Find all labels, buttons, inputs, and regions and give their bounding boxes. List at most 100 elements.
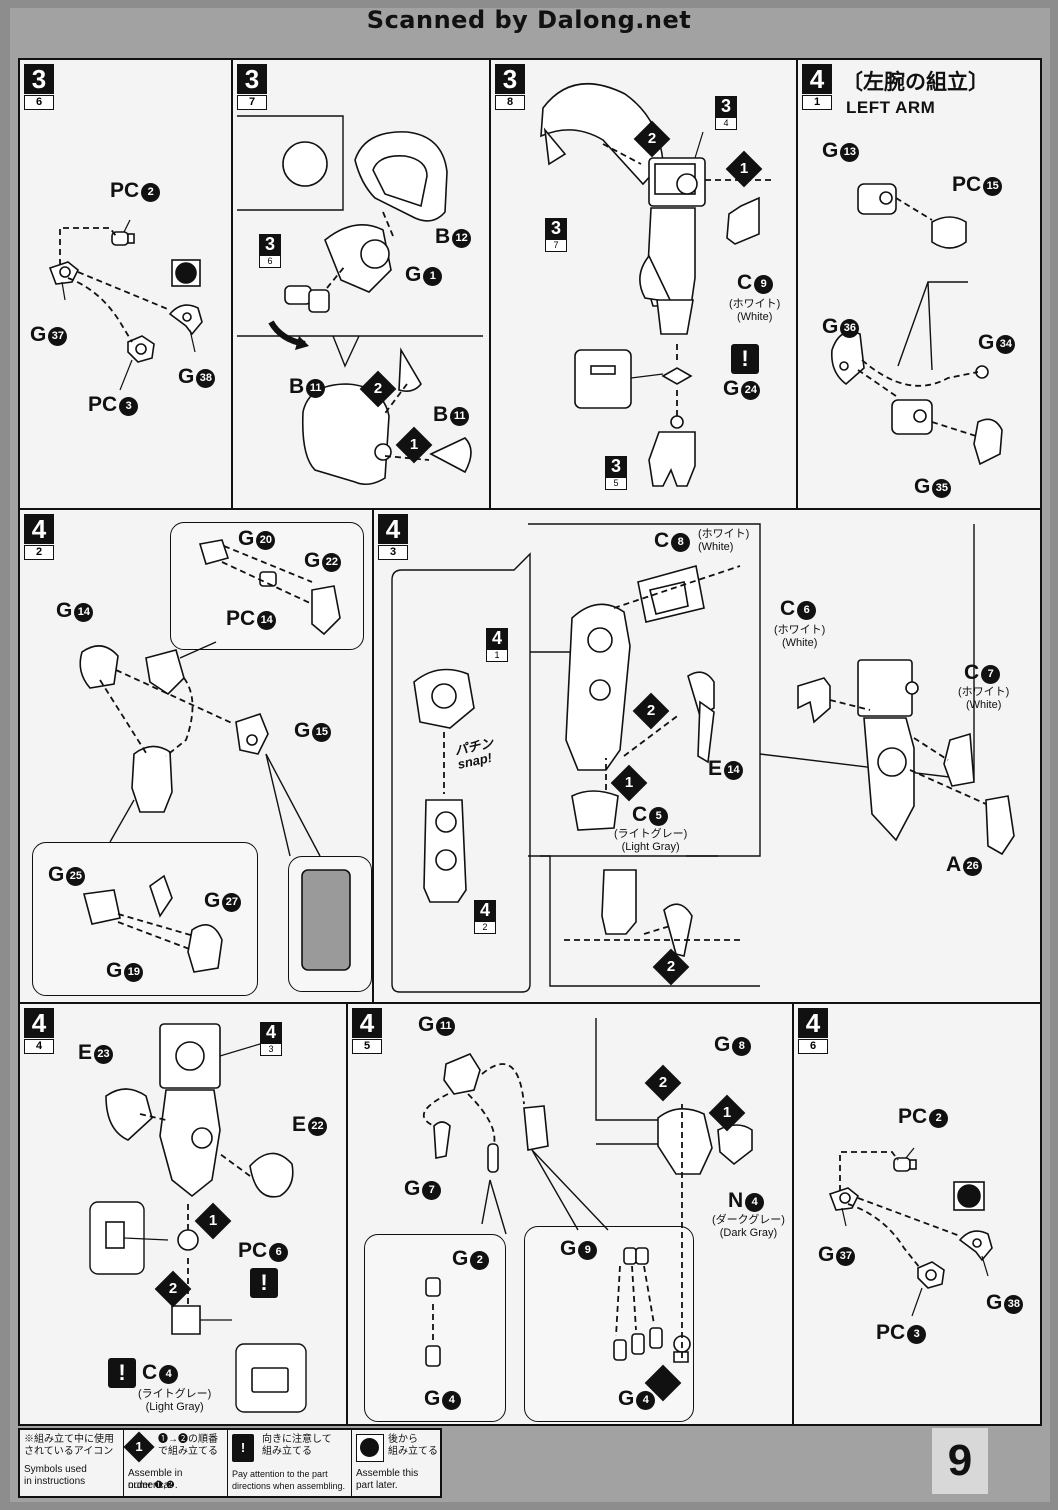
assemble-later-icon bbox=[356, 1434, 384, 1462]
section-heading-en: LEFT ARM bbox=[846, 98, 936, 117]
legend-numbered-order: 1 ❶→❷の順番 で組み立てる Assemble in numerical or… bbox=[123, 1430, 228, 1496]
legend-intro: ※組み立て中に使用 されているアイコン Symbols used in inst… bbox=[20, 1430, 124, 1496]
attention-icon: ! bbox=[250, 1268, 278, 1298]
sequence-marker-1: 1 bbox=[708, 1094, 746, 1132]
color-note-c7: (ホワイト)(White) bbox=[958, 686, 1010, 711]
symbol-legend: ※組み立て中に使用 されているアイコン Symbols used in inst… bbox=[18, 1428, 442, 1498]
assembly-diagram bbox=[89, 1023, 307, 1413]
sequence-marker-1: 1 bbox=[725, 150, 763, 188]
assembly-diagram bbox=[391, 523, 1015, 993]
sequence-marker-2: 2 bbox=[632, 692, 670, 730]
color-note-c8: (ホワイト) (White) bbox=[698, 528, 750, 553]
attention-icon: ! bbox=[731, 344, 759, 374]
assembly-diagram bbox=[237, 115, 483, 486]
section-heading-jp: 〔左腕の組立〕 bbox=[842, 71, 989, 94]
color-note-c5: (ライトグレー)(Light Gray) bbox=[614, 828, 688, 853]
color-note-c4: (ライトグレー)(Light Gray) bbox=[138, 1388, 212, 1413]
assembly-diagram bbox=[830, 183, 1003, 466]
color-note-c9: (ホワイト)(White) bbox=[729, 298, 781, 323]
color-note-n4: (ダークグレー)(Dark Gray) bbox=[712, 1214, 785, 1239]
assembly-diagram bbox=[540, 82, 775, 487]
assembly-diagram bbox=[48, 219, 203, 391]
assembly-diagram bbox=[79, 539, 351, 973]
assembly-diagram bbox=[422, 1018, 753, 1367]
attention-icon-c4: ! bbox=[108, 1358, 136, 1388]
legend-attention: ! 向きに注意して 組み立てる Pay attention to the par… bbox=[228, 1430, 352, 1496]
sequence-marker-1: 1 bbox=[194, 1202, 232, 1240]
sequence-marker-1: 1 bbox=[395, 426, 433, 464]
sequence-marker-2: 2 bbox=[359, 370, 397, 408]
scan-watermark: Scanned by Dalong.net bbox=[366, 6, 692, 34]
sequence-marker-2-detail: 2 bbox=[652, 948, 690, 986]
attention-icon: ! bbox=[232, 1434, 254, 1462]
color-note-c6: (ホワイト)(White) bbox=[774, 624, 826, 649]
sequence-marker-2: 2 bbox=[154, 1270, 192, 1308]
assembly-diagram bbox=[828, 1147, 993, 1317]
numbered-order-icon: 1 bbox=[123, 1431, 155, 1463]
page-number: 9 bbox=[932, 1428, 988, 1494]
sequence-marker-2: 2 bbox=[644, 1064, 682, 1102]
